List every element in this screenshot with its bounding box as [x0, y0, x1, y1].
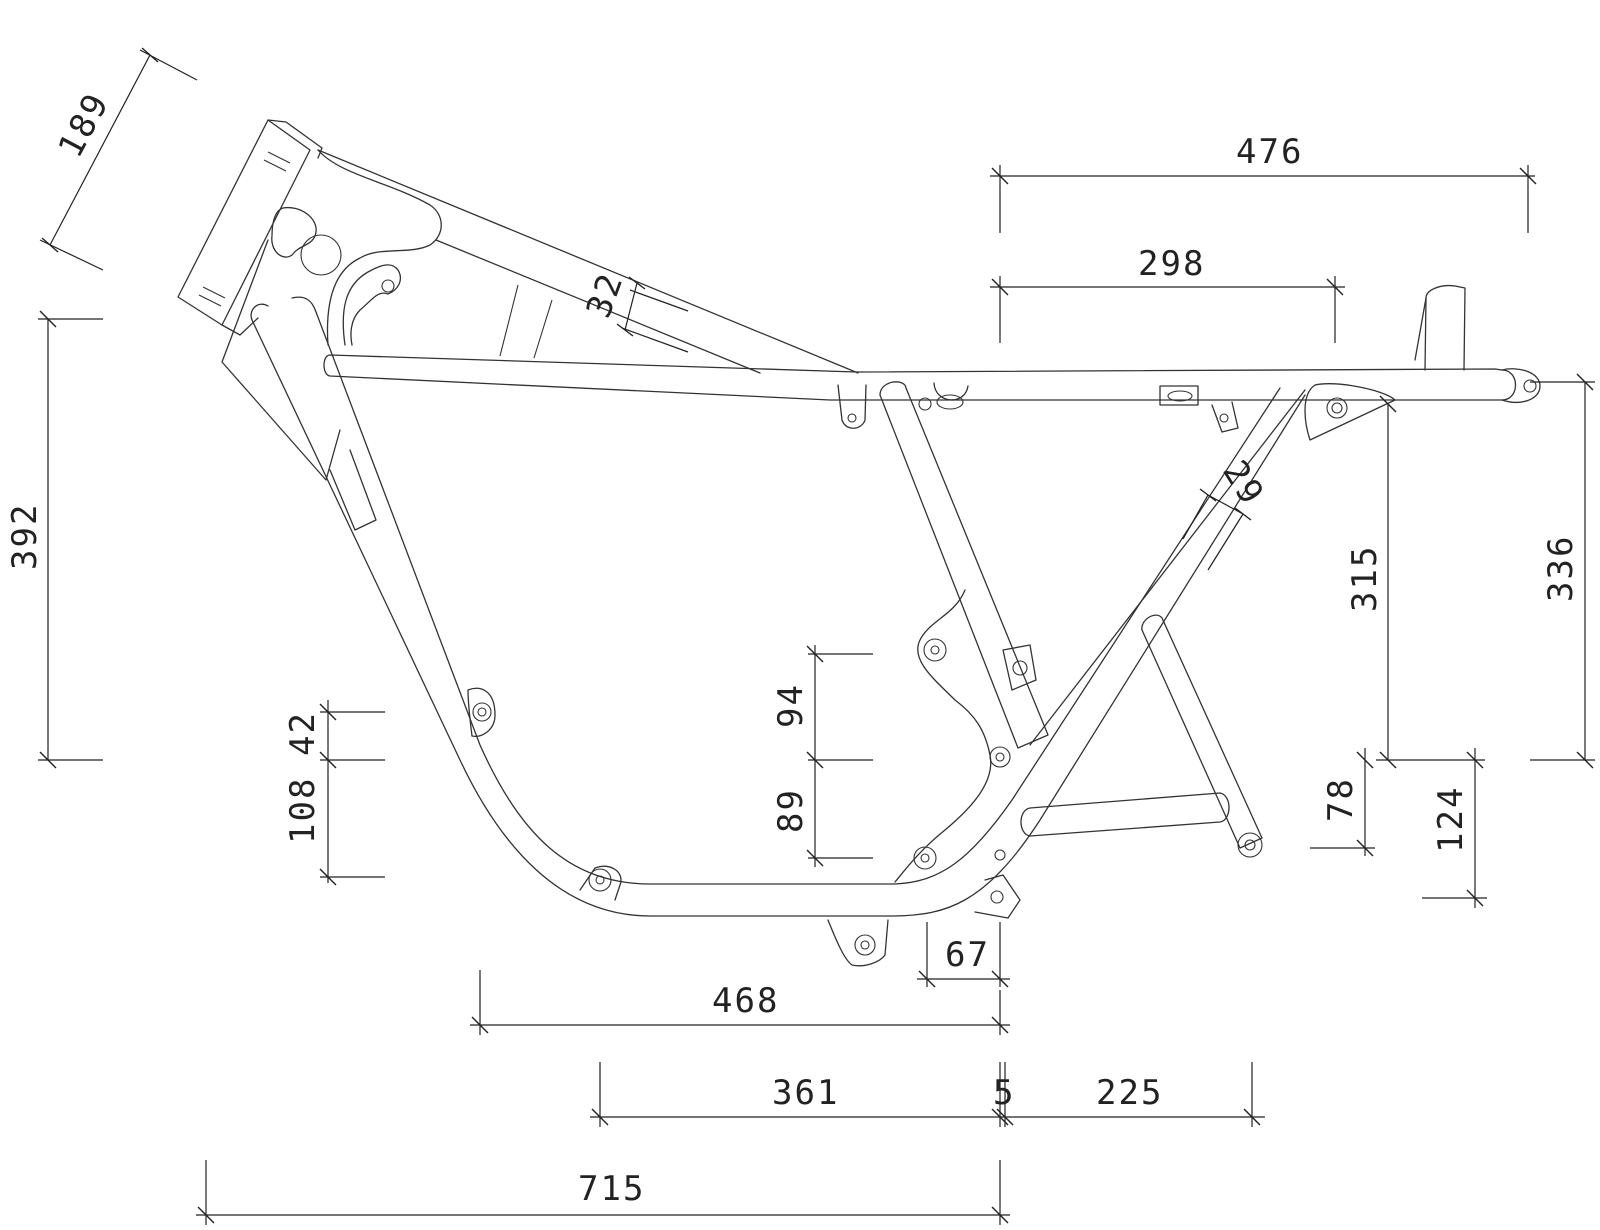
- dim-336: 336: [1541, 535, 1581, 602]
- dim-361: 361: [772, 1073, 839, 1113]
- dim-392: 392: [5, 503, 45, 570]
- dim-108: 108: [283, 777, 323, 844]
- motorcycle-frame: [177, 119, 1541, 967]
- dim-42: 42: [283, 711, 323, 756]
- dim-225: 225: [1096, 1073, 1163, 1113]
- dim-5: 5: [993, 1073, 1015, 1113]
- dim-298: 298: [1138, 244, 1205, 284]
- dim-78: 78: [1321, 777, 1361, 822]
- dim-468: 468: [712, 981, 779, 1021]
- dim-715: 715: [578, 1169, 645, 1209]
- dimension-labels: 189 392 32 476 298 29 315 336 42 108 94 …: [5, 86, 1581, 1209]
- dim-315: 315: [1345, 545, 1385, 612]
- dim-89: 89: [771, 788, 811, 833]
- dim-476: 476: [1236, 132, 1303, 172]
- dim-67: 67: [945, 935, 990, 975]
- dimension-lines: [38, 47, 1595, 1225]
- dim-94: 94: [771, 683, 811, 728]
- dim-189: 189: [51, 86, 118, 164]
- dim-32: 32: [579, 267, 632, 323]
- dim-124: 124: [1431, 786, 1471, 853]
